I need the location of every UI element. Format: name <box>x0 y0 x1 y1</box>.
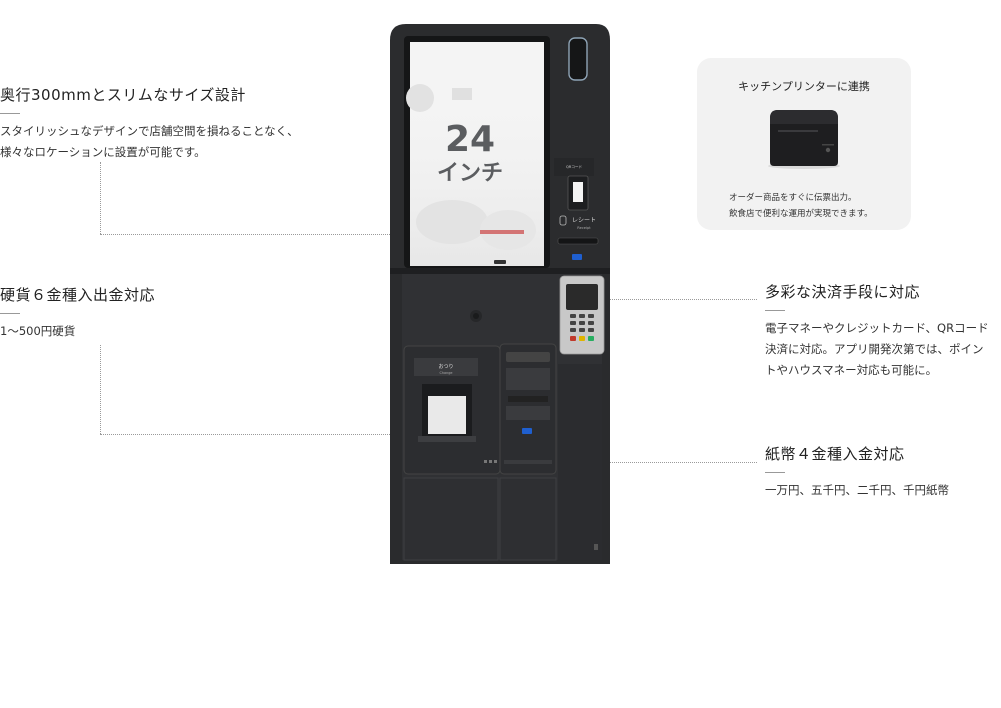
screen-size-badge: 24 インチ <box>430 120 510 188</box>
leader-line-coins-vertical <box>100 345 101 434</box>
feature-text-line: 1～500円硬貨 <box>0 324 76 338</box>
title-underline <box>765 472 785 473</box>
nfc-indicator-icon <box>572 254 582 260</box>
feature-title: 硬貨６金種入出金対応 <box>0 286 156 304</box>
receipt-sublabel: Receipt <box>577 226 591 230</box>
receipt-label: レシート <box>572 217 596 224</box>
title-underline <box>0 313 20 314</box>
change-sublabel: Change <box>440 371 453 375</box>
title-underline <box>765 310 785 311</box>
feature-title: 多彩な決済手段に対応 <box>765 283 921 301</box>
leader-line-coins-horizontal <box>100 434 426 435</box>
screen-size-number: 24 <box>444 119 496 160</box>
feature-text-line: 電子マネーやクレジットカード、QRコード <box>765 321 989 335</box>
kitchen-printer-card: キッチンプリンターに連携 オーダー商品をすぐに伝票出力。 飲食店で便利な運用が実… <box>697 58 911 230</box>
feature-bills: 紙幣４金種入金対応 一万円、五千円、二千円、千円紙幣 <box>765 443 949 501</box>
feature-coins: 硬貨６金種入出金対応 1～500円硬貨 <box>0 284 155 342</box>
change-label: おつり <box>438 363 453 370</box>
kiosk-illustration: QRコード レシート Receipt おつり Change <box>390 24 610 564</box>
printer-card-text-line: オーダー商品をすぐに伝票出力。 <box>729 193 857 203</box>
feature-text-line: トやハウスマネー対応も可能に。 <box>765 363 938 377</box>
leader-line-bills <box>527 462 757 463</box>
barcode-label: QRコード <box>566 165 583 169</box>
screen-size-unit: インチ <box>436 161 503 186</box>
feature-payments: 多彩な決済手段に対応 電子マネーやクレジットカード、QRコード 決済に対応。アプ… <box>765 281 989 381</box>
feature-title: 紙幣４金種入金対応 <box>765 445 905 463</box>
title-underline <box>0 113 20 114</box>
feature-text-line: 決済に対応。アプリ開発次第では、ポイン <box>765 342 984 356</box>
printer-card-title: キッチンプリンターに連携 <box>738 80 870 93</box>
feature-text-line: 一万円、五千円、二千円、千円紙幣 <box>765 483 949 497</box>
feature-title: 奥行300mmとスリムなサイズ設計 <box>0 86 246 104</box>
kitchen-printer-image <box>768 110 840 169</box>
leader-line-depth-horizontal <box>100 234 434 235</box>
leader-line-payments <box>604 299 757 300</box>
leader-line-depth-vertical <box>100 162 101 234</box>
feature-text-line: 様々なロケーションに設置が可能です。 <box>0 145 206 159</box>
printer-card-text-line: 飲食店で便利な運用が実現できます。 <box>729 209 873 219</box>
feature-text-line: スタイリッシュなデザインで店舗空間を損ねることなく、 <box>0 124 299 138</box>
feature-depth: 奥行300mmとスリムなサイズ設計 スタイリッシュなデザインで店舗空間を損ねるこ… <box>0 84 299 163</box>
self-order-kiosk: QRコード レシート Receipt おつり Change <box>390 24 610 564</box>
